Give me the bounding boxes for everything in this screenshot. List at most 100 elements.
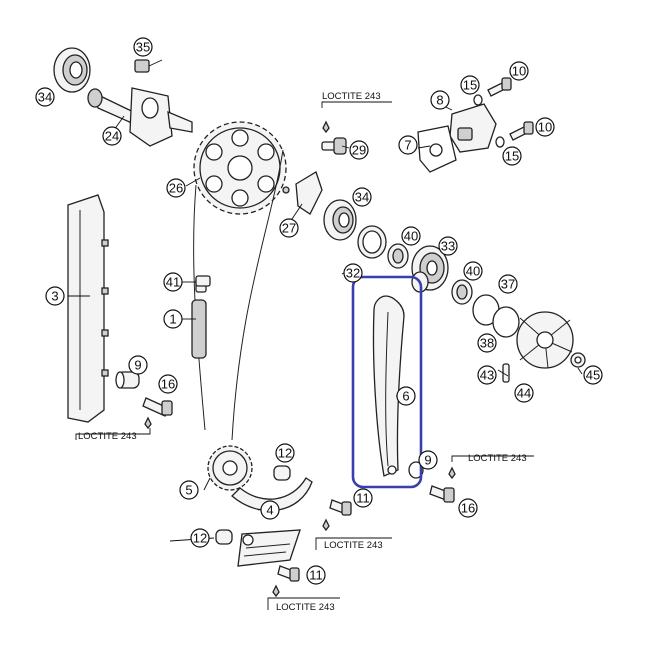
pin-part-43	[502, 363, 510, 383]
bearing-part-34-center	[323, 199, 357, 241]
svg-text:1: 1	[169, 312, 176, 327]
callout-3: 3	[45, 286, 65, 306]
loctite-label-top: LOCTITE 243	[322, 91, 381, 102]
bearing-part-34	[53, 47, 91, 93]
bolt-part-10-bottom	[509, 121, 534, 141]
seal-part-40-bottom	[451, 279, 473, 305]
shaft-part-24	[87, 87, 193, 147]
svg-text:45: 45	[586, 368, 600, 383]
loctite-label-left: LOCTITE 243	[78, 431, 137, 442]
loctite-label-right: LOCTITE 243	[468, 453, 527, 464]
loctite-label-middle: LOCTITE 243	[324, 540, 383, 551]
chain-guide-part-6	[372, 295, 405, 477]
svg-text:33: 33	[441, 239, 455, 254]
callout-9-right: 9	[418, 450, 438, 470]
callout-29: 29	[349, 140, 369, 160]
bolt-part-16-right	[429, 466, 456, 503]
bushing-part-12-bottom	[215, 529, 233, 545]
svg-text:43: 43	[480, 368, 494, 383]
svg-text:12: 12	[278, 446, 292, 461]
svg-text:40: 40	[466, 264, 480, 279]
svg-text:16: 16	[461, 501, 475, 516]
seal-ring-part	[357, 225, 387, 259]
callout-40-bottom: 40	[463, 261, 483, 281]
gasket-part-7	[417, 125, 457, 173]
callout-16-left: 16	[158, 374, 178, 394]
callout-6: 6	[396, 386, 416, 406]
callout-34-center: 34	[352, 187, 372, 207]
callout-1: 1	[163, 309, 183, 329]
svg-text:32: 32	[346, 266, 360, 281]
callout-16-right: 16	[458, 498, 478, 518]
callout-12-top: 12	[275, 443, 295, 463]
callout-5: 5	[179, 480, 199, 500]
highlight-box	[351, 275, 423, 489]
callout-37: 37	[498, 274, 518, 294]
svg-text:27: 27	[282, 221, 296, 236]
callout-24: 24	[102, 126, 122, 146]
tensioner-part-27	[282, 171, 323, 215]
svg-text:24: 24	[105, 129, 119, 144]
chain-guide-part-4	[231, 477, 313, 567]
loctite-label-bottom: LOCTITE 243	[276, 602, 335, 613]
callout-32: 32	[343, 263, 363, 283]
callout-26: 26	[166, 178, 186, 198]
impeller-part-44	[516, 311, 574, 369]
callout-12-bottom: 12	[190, 528, 210, 548]
svg-text:38: 38	[480, 336, 494, 351]
svg-text:6: 6	[402, 389, 409, 404]
svg-text:34: 34	[38, 90, 52, 105]
svg-text:29: 29	[352, 143, 366, 158]
loctite-lines	[75, 101, 534, 610]
tensioner-body-part-8	[449, 103, 497, 153]
svg-text:11: 11	[309, 568, 323, 583]
callout-33: 33	[438, 236, 458, 256]
svg-text:10: 10	[538, 120, 552, 135]
bolt-part-10-top	[487, 77, 512, 97]
callout-41: 41	[163, 272, 183, 292]
svg-text:10: 10	[512, 64, 526, 79]
svg-text:9: 9	[424, 453, 431, 468]
svg-text:12: 12	[193, 531, 207, 546]
sprocket-part-26	[193, 121, 287, 215]
svg-text:40: 40	[404, 229, 418, 244]
nut-part-45	[570, 352, 586, 368]
sprocket-part-5	[207, 445, 253, 491]
svg-text:11: 11	[356, 491, 370, 506]
callout-10-top: 10	[509, 61, 529, 81]
screw-part-29	[321, 120, 347, 155]
svg-text:8: 8	[436, 93, 443, 108]
bolt-part-11-bottom	[272, 565, 300, 598]
svg-text:3: 3	[51, 289, 58, 304]
svg-text:44: 44	[517, 386, 531, 401]
svg-text:15: 15	[505, 149, 519, 164]
washer-part-15-bottom	[495, 136, 505, 148]
callout-11-mid: 11	[353, 488, 373, 508]
svg-text:34: 34	[355, 190, 369, 205]
svg-text:26: 26	[169, 181, 183, 196]
seal-part-40-top	[387, 243, 409, 269]
bushing-part-9-right	[408, 461, 424, 479]
washer-part-15-top	[473, 94, 483, 106]
callout-27: 27	[279, 218, 299, 238]
callout-40-top: 40	[401, 226, 421, 246]
clip-part-41	[195, 275, 211, 287]
svg-text:16: 16	[161, 377, 175, 392]
nut-part-35	[134, 59, 163, 73]
svg-text:9: 9	[134, 358, 141, 373]
callout-34-left: 34	[35, 87, 55, 107]
callout-8: 8	[430, 90, 450, 110]
bolt-part-16-left	[142, 397, 173, 430]
callout-43: 43	[477, 365, 497, 385]
bushing-part-9-left	[115, 371, 140, 389]
svg-text:37: 37	[501, 277, 515, 292]
callout-45: 45	[583, 365, 603, 385]
bolt-part-11-mid	[322, 499, 352, 532]
callout-44: 44	[514, 383, 534, 403]
svg-text:7: 7	[404, 138, 411, 153]
callout-15-top: 15	[460, 75, 480, 95]
svg-text:15: 15	[463, 78, 477, 93]
callout-4: 4	[260, 500, 280, 520]
callout-11-bottom: 11	[306, 565, 326, 585]
svg-text:35: 35	[136, 40, 150, 55]
